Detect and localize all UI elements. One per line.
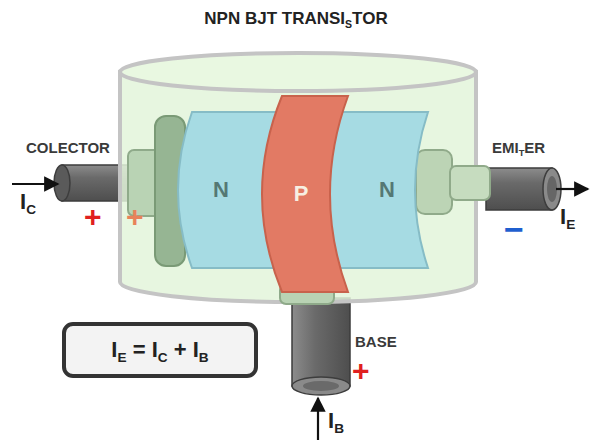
base-lead xyxy=(292,298,350,395)
diagram-title: NPN BJT TRANSISTOR xyxy=(0,9,592,29)
formula-box: IE = IC + IB xyxy=(62,322,258,378)
collector-contact xyxy=(128,116,185,266)
node-text: IE = IC + IB xyxy=(111,337,208,363)
transistor-housing xyxy=(120,53,476,302)
terminal-name: COLECTOR xyxy=(26,140,110,155)
node-text: N xyxy=(213,177,229,203)
n-region-shape xyxy=(330,112,428,268)
current-symbol: IC xyxy=(20,191,36,213)
emitter-contact xyxy=(416,150,490,214)
node-text: P xyxy=(294,181,309,207)
p-region: P xyxy=(262,96,348,292)
emitter-lead xyxy=(486,168,561,210)
n-region: N xyxy=(330,112,428,268)
current-symbol: IE xyxy=(560,206,575,228)
terminal-name: BASE xyxy=(355,334,397,349)
polarity-sign: + xyxy=(126,202,144,232)
polarity-sign: − xyxy=(504,212,524,246)
node-text: N xyxy=(379,177,395,203)
collector-current-arrow xyxy=(12,183,58,185)
polarity-sign: + xyxy=(84,202,102,232)
terminal-name: EMITER xyxy=(492,140,545,155)
n-region-outline xyxy=(330,112,428,268)
emitter-current-arrow xyxy=(556,188,588,190)
current-symbol: IB xyxy=(328,410,344,432)
base-current-arrow xyxy=(317,398,319,440)
polarity-sign: + xyxy=(352,356,370,386)
